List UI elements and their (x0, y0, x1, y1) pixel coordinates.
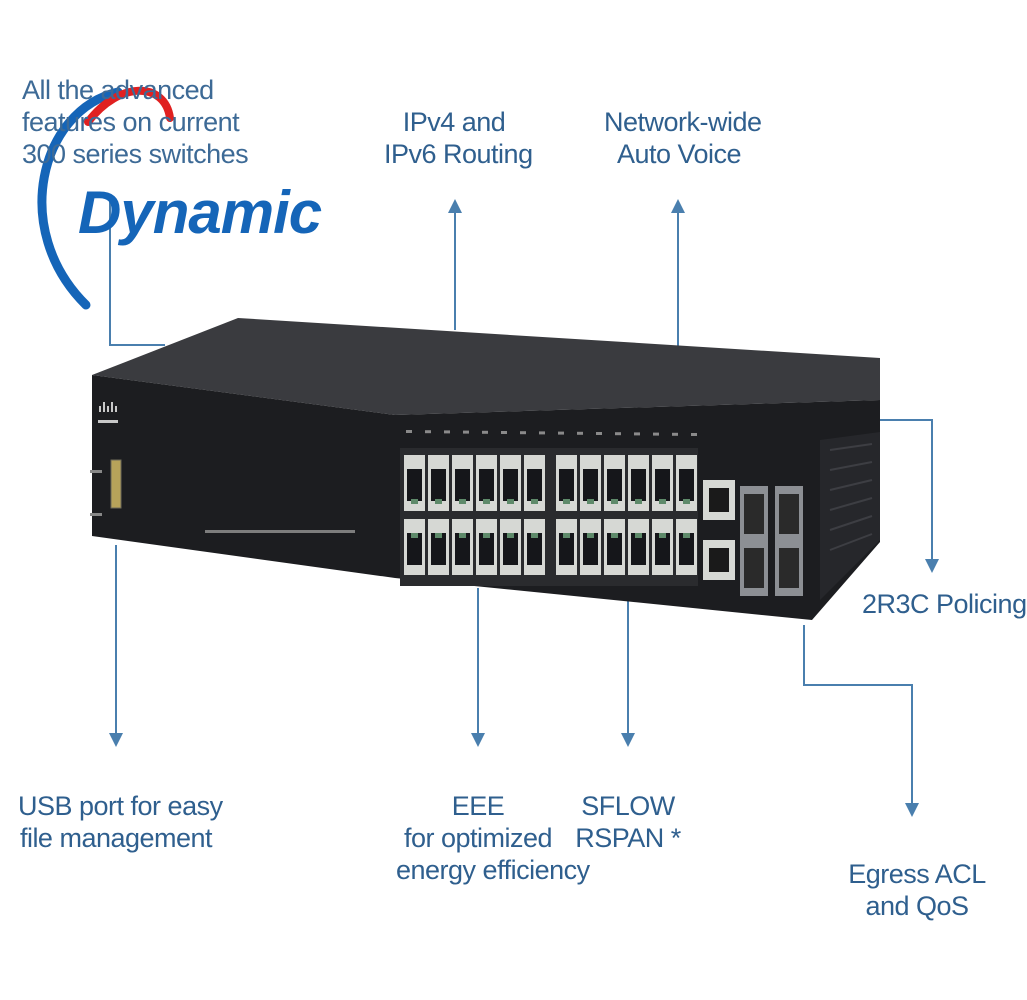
status-led (596, 432, 602, 435)
rj45-port-led (435, 499, 442, 504)
port-leds (406, 430, 697, 436)
rj45-port-led (459, 533, 466, 538)
rj45-port-socket (631, 469, 646, 501)
rj45-port-led (635, 499, 642, 504)
rj45-port-led (435, 533, 442, 538)
rj45-port-socket (455, 533, 470, 565)
status-led (577, 431, 583, 435)
rj45-port-led (531, 533, 538, 538)
status-led (501, 431, 507, 434)
network-switch (90, 318, 880, 620)
rj45-port-led (659, 499, 666, 504)
rj45-port-socket (407, 533, 422, 565)
rj45-port-led (483, 499, 490, 504)
rj45-port-socket (527, 533, 542, 565)
rj45-port-led (611, 533, 618, 538)
rj45-port-socket (559, 469, 574, 501)
rj45-port-led (411, 499, 418, 504)
usb-port (110, 459, 122, 509)
callout-line-advanced (109, 200, 165, 346)
rj45-port-socket (559, 533, 574, 565)
callout-lines (109, 199, 939, 817)
status-led (672, 432, 678, 436)
status-led (482, 430, 488, 434)
label-egress-acl: Egress ACL and QoS (848, 859, 986, 921)
rj45-port-socket (607, 469, 622, 501)
switch-side-vent (820, 432, 880, 600)
rj45-port-led (683, 533, 690, 538)
label-usb-port: USB port for easy file management (18, 791, 223, 853)
status-led (653, 432, 659, 436)
status-led (691, 433, 697, 436)
dynamic-logo: Dynamic (78, 179, 322, 246)
rj45-port-socket (503, 533, 518, 565)
rj45-port-socket (431, 533, 446, 565)
rj45-port-socket (655, 533, 670, 565)
rj45-port-led (683, 499, 690, 504)
rj45-port-socket (631, 533, 646, 565)
status-led (615, 432, 621, 436)
rj45-port-socket (655, 469, 670, 501)
cisco-logo-icon (98, 402, 118, 423)
label-sflow-rspan: SFLOW RSPAN * (575, 791, 681, 853)
rj45-port-socket (527, 469, 542, 501)
status-led (520, 431, 526, 435)
callout-line-policing (875, 419, 939, 573)
label-auto-voice: Network-wide Auto Voice (604, 107, 762, 169)
rj45-port-led (587, 533, 594, 538)
rj45-ports (404, 455, 697, 575)
label-advanced-features: All the advanced features on current 300… (22, 75, 249, 169)
rj45-port-socket (431, 469, 446, 501)
status-led (444, 430, 450, 434)
rj45-port-led (411, 533, 418, 538)
rj45-port-led (587, 499, 594, 504)
uplink-ports (703, 480, 803, 596)
label-ip-routing: IPv4 and IPv6 Routing (384, 107, 533, 169)
status-led (406, 430, 412, 433)
rj45-port-socket (607, 533, 622, 565)
rj45-port-led (483, 533, 490, 538)
label-eee: EEE for optimized energy efficiency (396, 791, 590, 885)
rj45-port-led (659, 533, 666, 538)
callout-line-egress (803, 625, 919, 817)
rj45-port-socket (583, 533, 598, 565)
rj45-port-socket (679, 469, 694, 501)
status-led (634, 432, 640, 436)
dynamic-logo-swoosh-icon (37, 86, 174, 310)
rj45-port-socket (455, 469, 470, 501)
label-policing: 2R3C Policing (862, 589, 1027, 619)
rj45-port-led (507, 533, 514, 538)
rj45-port-socket (479, 533, 494, 565)
status-led (463, 430, 469, 434)
rj45-port-led (459, 499, 466, 504)
rj45-port-led (635, 533, 642, 538)
rj45-port-led (563, 499, 570, 504)
rj45-port-led (531, 499, 538, 504)
rj45-port-led (507, 499, 514, 504)
status-led (539, 431, 545, 435)
rj45-port-socket (583, 469, 598, 501)
rj45-port-led (611, 499, 618, 504)
rj45-port-led (563, 533, 570, 538)
rj45-port-socket (679, 533, 694, 565)
rj45-port-socket (479, 469, 494, 501)
status-led (425, 430, 431, 434)
switch-top (92, 318, 880, 415)
rj45-port-socket (407, 469, 422, 501)
status-led (558, 431, 564, 435)
rj45-port-socket (503, 469, 518, 501)
